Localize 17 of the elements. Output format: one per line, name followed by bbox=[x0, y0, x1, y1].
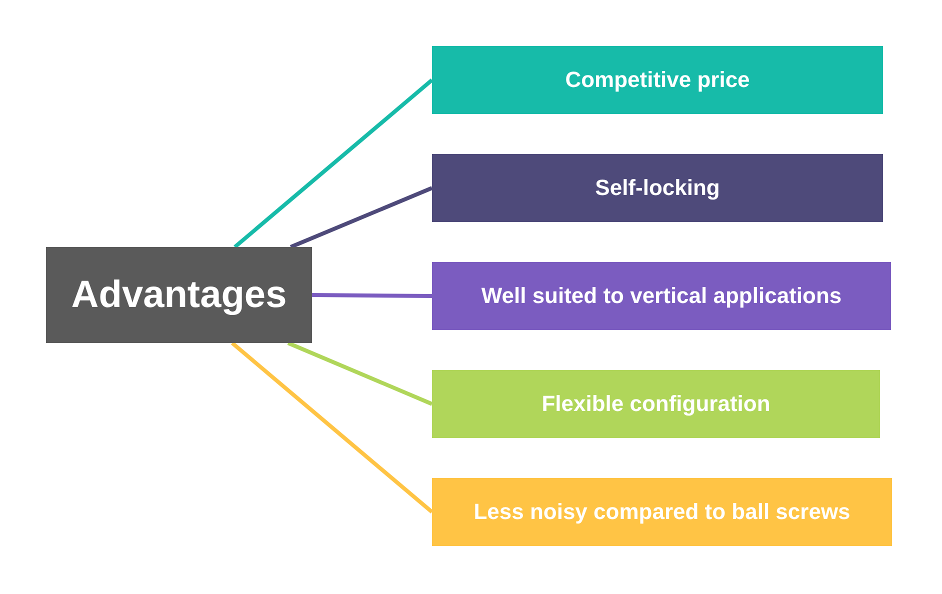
connector-line bbox=[230, 341, 434, 514]
advantage-label: Well suited to vertical applications bbox=[481, 283, 842, 309]
connector-line bbox=[312, 293, 432, 298]
advantage-box bbox=[432, 46, 883, 114]
advantage-label: Self-locking bbox=[595, 175, 720, 201]
advantage-label: Flexible configuration bbox=[542, 391, 770, 417]
advantage-box bbox=[432, 154, 883, 222]
advantage-label: Competitive price bbox=[565, 67, 750, 93]
advantage-box bbox=[432, 262, 891, 330]
advantage-box bbox=[432, 370, 880, 438]
topic-label: Advantages bbox=[71, 274, 287, 316]
topic-box bbox=[46, 247, 312, 343]
connector-line bbox=[287, 341, 433, 406]
connector-line bbox=[234, 78, 434, 249]
advantage-box bbox=[432, 478, 892, 546]
connector-line bbox=[290, 186, 433, 249]
advantage-label: Less noisy compared to ball screws bbox=[474, 499, 850, 525]
